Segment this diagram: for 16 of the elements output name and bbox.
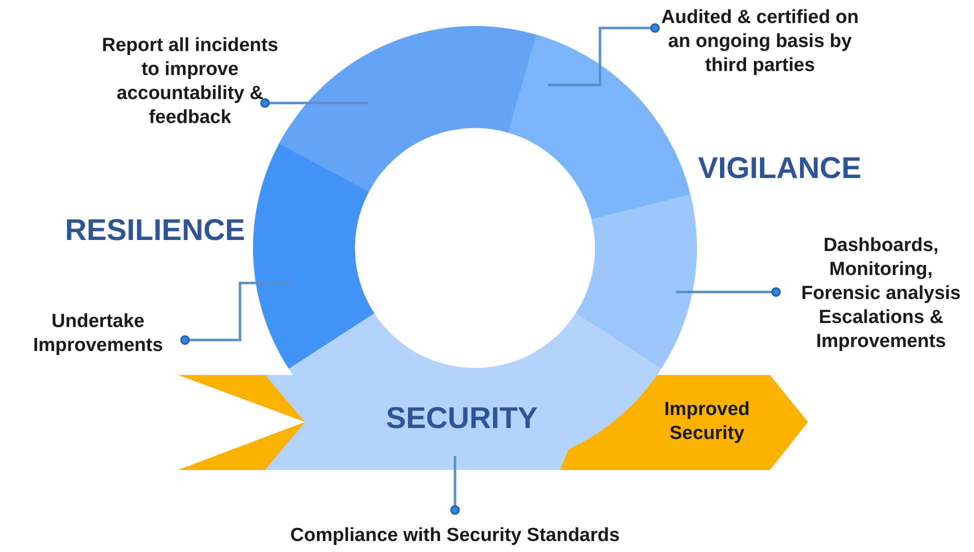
- callout-text: Undertake Improvements: [18, 310, 178, 358]
- callout-text: Dashboards, Monitoring, Forensic analysis Escalations & Improvements: [788, 234, 974, 354]
- ring-band: [265, 313, 662, 470]
- stage-heading: VIGILANCE: [698, 152, 862, 186]
- leader-line: [450, 456, 460, 515]
- stage-heading: RESILIENCE: [65, 214, 246, 248]
- leader-line: [548, 23, 660, 86]
- leader-line: [260, 98, 368, 108]
- band-label: Improved Security: [663, 398, 751, 446]
- leader-line: [676, 287, 781, 297]
- ring-segment: [253, 130, 374, 369]
- ring-segment: [576, 194, 697, 369]
- stage-heading: SECURITY: [386, 402, 538, 436]
- callout-text: Audited & certified on an ongoing basis by third parties: [660, 6, 860, 78]
- callout-text: Report all incidents to improve accountability & feedback: [95, 34, 285, 130]
- callout-text: Compliance with Security Standards: [250, 524, 660, 548]
